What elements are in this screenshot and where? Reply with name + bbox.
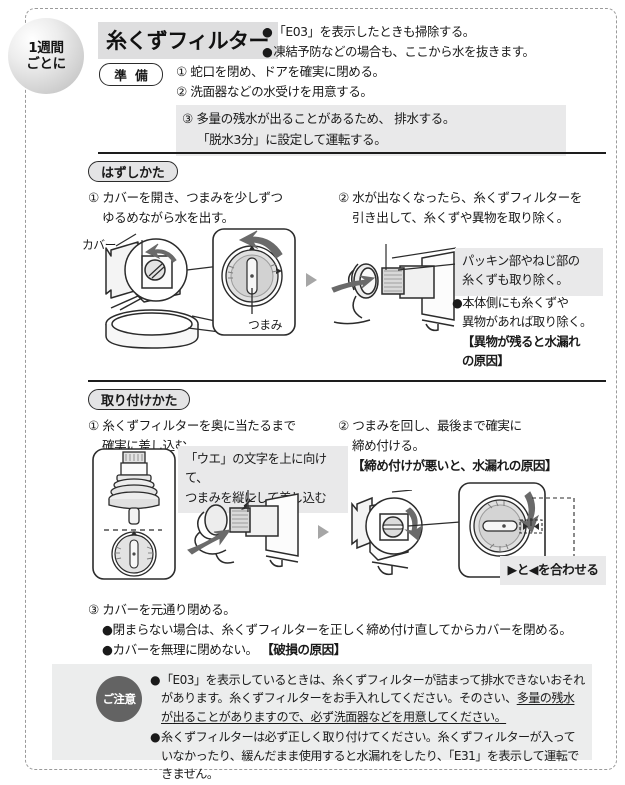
- header-note-item: ● 「E03」を表示したときも掃除する。: [262, 22, 607, 42]
- removal-step-1-text: ① カバーを開き、つまみを少しずつ ゆるめながら水を出す。: [88, 188, 348, 228]
- pull-arrow-icon: [331, 275, 376, 293]
- label-cover: カバー: [82, 238, 116, 252]
- install-step-2-line1: ② つまみを回し、最後まで確実に: [338, 418, 522, 433]
- install-step-3-bullet-1-text: 閉まらない場合は、糸くずフィルターを正しく締め付け直してからカバーを閉める。: [112, 621, 572, 637]
- install-step-3-line1: ③ カバーを元通り閉める。: [88, 602, 236, 617]
- caution-item-1-b: があります。糸くずフィルターをお手入れしてください。そのさい、: [161, 691, 517, 706]
- install-step-3-bullet-2-emphasis: 【破損の原因】: [261, 641, 346, 657]
- caution-item-2-a: 糸くずフィルターは必ず正しく取り付けてください。糸くずフィルターが入って: [161, 730, 576, 745]
- preparation-item: ① 蛇口を閉め、ドアを確実に閉める。: [176, 64, 385, 79]
- bullet-icon: ●: [150, 730, 161, 745]
- step-separator-arrow-icon-2: [318, 525, 329, 539]
- removal-bullet-line3: 【異物が残ると水漏れ: [462, 334, 580, 349]
- install-step-3-bullet-1: ●閉まらない場合は、糸くずフィルターを正しく締め付け直してからカバーを閉める。: [88, 620, 608, 640]
- step-separator-arrow-icon: [306, 273, 317, 287]
- removal-gray-note-line2: 糸くずも取り除く。: [462, 273, 569, 288]
- caution-text: ● 「E03」を表示しているときは、糸くずフィルターが詰まって排水できないおそれ…: [150, 671, 585, 785]
- install-step-1-line1: ① 糸くずフィルターを奥に当たるまで: [88, 418, 296, 433]
- install-step-2-line2: 締め付ける。: [352, 437, 425, 453]
- page-title: 糸くずフィルター: [98, 22, 278, 59]
- preparation-item: ② 洗面器などの水受けを用意する。: [176, 84, 373, 100]
- figure-machine-closeup: [351, 490, 460, 576]
- preparation-label: 準 備: [99, 63, 163, 86]
- header-note-text: 「E03」を表示したときも掃除する。: [273, 24, 475, 39]
- align-note: ▶と◀を合わせる: [500, 556, 606, 585]
- section-label-install: 取り付けかた: [88, 389, 191, 410]
- bullet-icon: ●: [262, 24, 273, 39]
- caution-item-2: ● 糸くずフィルターは必ず正しく取り付けてください。糸くずフィルターが入っていな…: [150, 728, 585, 783]
- removal-bullet-note: ●本体側にも糸くずや 異物があれば取り除く。 【異物が残ると水漏れ の原因】: [452, 294, 612, 372]
- removal-gray-note-line1: パッキン部やねじ部の: [462, 254, 580, 268]
- bullet-icon: ●: [102, 621, 113, 637]
- bullet-icon: ●: [262, 44, 273, 60]
- right-triangle-icon: [523, 523, 528, 530]
- divider-removal: [88, 380, 606, 382]
- preparation-item-3-line1: ③ 多量の残水が出ることがあるため、 排水する。: [182, 111, 455, 126]
- install-gray-note: 「ウエ」の文字を上に向けて、 つまみを縦にして差し込む: [178, 446, 348, 514]
- caution-item-2-b: いなかったり、緩んだまま使用すると水漏れをしたり、「E31」を表示して運転でき: [161, 748, 579, 781]
- caution-badge: ご注意: [96, 676, 142, 722]
- header-note-item: ● 凍結予防などの場合も、ここから水を抜きます。: [262, 42, 607, 62]
- rotate-arrow-icon: [144, 243, 177, 263]
- caution-item-2-body: 糸くずフィルターは必ず正しく取り付けてください。糸くずフィルターが入っていなかっ…: [161, 728, 585, 783]
- frequency-badge-line2: ごとに: [26, 56, 66, 72]
- label-knob: つまみ: [248, 318, 282, 332]
- preparation-item-3: ③ 多量の残水が出ることがあるため、 排水する。 「脱水3分」に設定して運転する…: [176, 105, 566, 156]
- removal-step-1-line2: ゆるめながら水を出す。: [102, 209, 234, 225]
- section-label-removal: はずしかた: [88, 161, 178, 182]
- removal-bullet-line4: の原因】: [462, 354, 510, 369]
- rotate-arrow-icon: [404, 507, 423, 541]
- caution-box: ご注意 ● 「E03」を表示しているときは、糸くずフィルターが詰まって排水できな…: [52, 664, 592, 781]
- figure-knob-loosen: [212, 228, 296, 336]
- page-dashed-frame: [25, 8, 617, 770]
- left-triangle-icon: [534, 523, 539, 530]
- caution-item-1-d: 出ることがありますので、必ず洗面器などを用意してください。: [172, 709, 507, 724]
- bullet-icon: ●: [150, 673, 161, 687]
- preparation-list: ① 蛇口を閉め、ドアを確実に閉める。 ② 洗面器などの水受けを用意する。: [176, 62, 606, 103]
- divider-header: [98, 152, 606, 154]
- push-arrow-icon: [187, 529, 232, 555]
- caution-item-1: ● 「E03」を表示しているときは、糸くずフィルターが詰まって排水できないおそれ…: [150, 671, 585, 726]
- install-step-3-text: ③ カバーを元通り閉める。 ●閉まらない場合は、糸くずフィルターを正しく締め付け…: [88, 600, 608, 660]
- caution-item-2-c: ません。: [172, 766, 219, 781]
- figure-insert-filter: [187, 490, 299, 568]
- removal-bullet-line1: 本体側にも糸くずや: [462, 296, 569, 310]
- figure-cover-and-basin: [105, 233, 220, 349]
- bullet-icon: ●: [102, 641, 113, 657]
- header-note-text: 凍結予防などの場合も、ここから水を抜きます。: [273, 44, 535, 60]
- removal-step-1-line1: ① カバーを開き、つまみを少しずつ: [88, 190, 283, 205]
- install-step-3-bullet-2: ●カバーを無理に閉めない。 【破損の原因】: [88, 640, 608, 660]
- frequency-badge: 1週間 ごとに: [8, 18, 84, 94]
- frequency-badge-line1: 1週間: [28, 39, 64, 56]
- install-step-2-text: ② つまみを回し、最後まで確実に 締め付ける。 【締め付けが悪いと、水漏れの原因…: [338, 416, 618, 476]
- header-notes: ● 「E03」を表示したときも掃除する。 ● 凍結予防などの場合も、ここから水を…: [262, 22, 607, 62]
- removal-step-2-line2: 引き出して、糸くずや異物を取り除く。: [352, 209, 569, 225]
- figure-filter-pullout: [331, 244, 456, 332]
- install-step-3-bullet-2-text: カバーを無理に閉めない。: [112, 641, 262, 657]
- removal-step-2-text: ② 水が出なくなったら、糸くずフィルターを 引き出して、糸くずや異物を取り除く。: [338, 188, 618, 228]
- removal-bullet-line2: 異物があれば取り除く。: [462, 315, 592, 330]
- preparation-item-3-line2: 「脱水3分」に設定して運転する。: [197, 131, 387, 147]
- figure-knob-tightened: [458, 482, 546, 578]
- caution-item-1-a: 「E03」を表示しているときは、糸くずフィルターが詰まって排水できないおそれ: [161, 673, 585, 687]
- rotate-arrow-icon: [238, 230, 283, 259]
- removal-gray-note: パッキン部やねじ部の 糸くずも取り除く。: [455, 248, 603, 296]
- caution-item-1-body: 「E03」を表示しているときは、糸くずフィルターが詰まって排水できないおそれがあ…: [161, 671, 585, 726]
- install-gray-note-line1: 「ウエ」の文字を上に向けて、: [185, 452, 327, 486]
- bullet-icon: ●: [452, 296, 463, 310]
- install-step-2-line3: 【締め付けが悪いと、水漏れの原因】: [352, 457, 558, 473]
- removal-step-2-line1: ② 水が出なくなったら、糸くずフィルターを: [338, 190, 582, 205]
- caution-item-1-c: 多量の残水が: [161, 691, 575, 724]
- figure-filter-orientation: [92, 448, 176, 580]
